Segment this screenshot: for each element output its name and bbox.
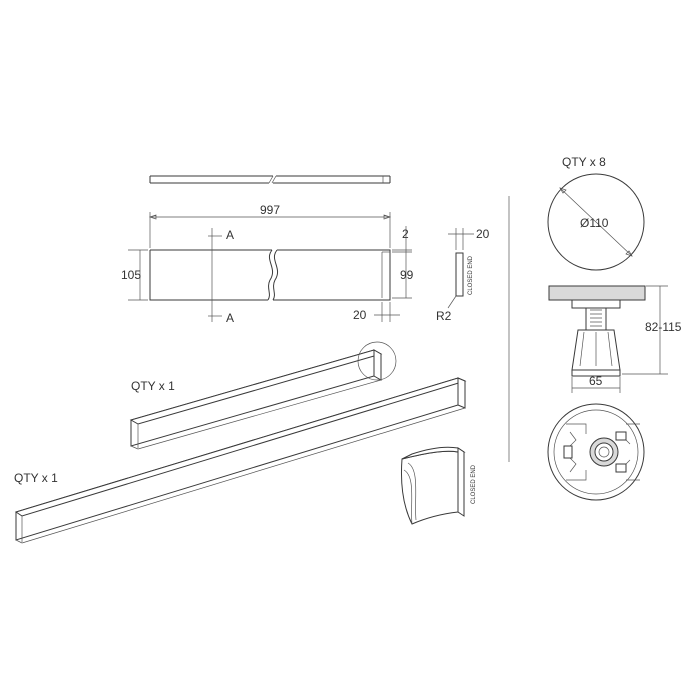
dim-height: 105	[121, 249, 148, 301]
closed-end-label-profile: CLOSED END	[468, 255, 474, 295]
qty-long-panel-label: QTY x 1	[14, 471, 58, 485]
leg-width-label: 65	[589, 374, 603, 388]
length-label: 997	[260, 203, 280, 217]
end-width-label: 20	[476, 227, 490, 241]
closed-end-label-iso: CLOSED END	[471, 464, 477, 504]
top-gap-label: 2	[402, 227, 409, 241]
end-depth-label: 20	[353, 308, 367, 322]
iso-panel-long: QTY x 1	[14, 377, 467, 544]
height-label: 105	[121, 268, 141, 282]
inner-height-label: 99	[400, 268, 414, 282]
dim-end-depth: 20	[353, 302, 400, 322]
section-label-top: A	[226, 228, 234, 242]
leg-side-view: 82-115 65	[548, 285, 682, 393]
iso-panel-short: QTY x 1	[129, 341, 397, 450]
qty-short-panel-label: QTY x 1	[131, 379, 175, 393]
section-markers: A A	[208, 228, 234, 325]
section-label-bottom: A	[226, 311, 234, 325]
closed-end-iso: CLOSED END	[401, 446, 477, 525]
dim-length: 997	[148, 203, 392, 248]
end-profile-view: 20 CLOSED END R2	[436, 227, 490, 323]
dim-inner-height: 2 99	[392, 226, 414, 299]
leg-height-label: 82-115	[645, 320, 682, 334]
panel-front-view	[149, 249, 391, 301]
leg-bottom-view	[547, 403, 645, 501]
leg-top-view: QTY x 8 Ø110	[547, 155, 645, 271]
diameter-label: Ø110	[580, 216, 609, 230]
radius-label: R2	[436, 309, 452, 323]
top-strip-view	[149, 175, 391, 184]
qty-legs-label: QTY x 8	[562, 155, 606, 169]
